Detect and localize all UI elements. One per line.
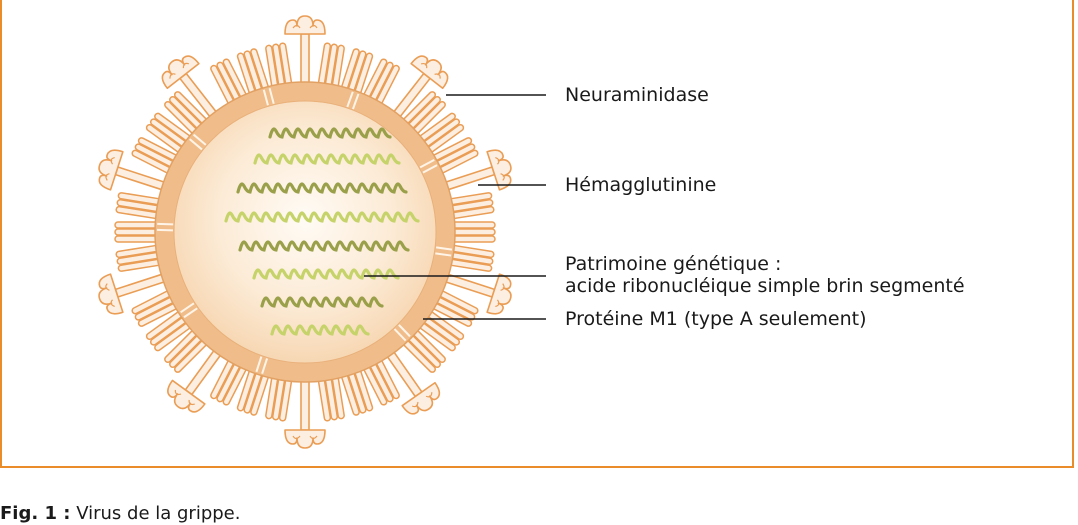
hemagglutinin-spike (362, 357, 400, 406)
rna-strand (253, 153, 401, 165)
envelope-gaps (156, 88, 453, 374)
hemagglutinin-spike (145, 310, 193, 352)
hemagglutinin-spike (114, 221, 160, 243)
label-proteine-m1: Protéine M1 (type A seulement) (565, 308, 867, 330)
caption-label: Fig. 1 : (0, 503, 71, 524)
hemagglutinin-spike (210, 58, 248, 107)
leader-lines (364, 94, 546, 320)
envelope-pore (419, 158, 438, 174)
rna-segments (224, 127, 420, 336)
neuraminidase-spike (390, 55, 449, 121)
envelope-pore (255, 356, 269, 374)
neuraminidase-spike (441, 272, 512, 315)
hemagglutinin-spike (417, 112, 465, 154)
hemagglutinin-spike (447, 192, 495, 220)
label-patrimoine-line2: acide ribonucléique simple brin segmenté (565, 275, 965, 297)
hemagglutinin-spike (210, 357, 248, 406)
hemagglutinin-spike (265, 374, 293, 422)
hemagglutinin-spike (340, 367, 374, 416)
rna-strand (268, 127, 392, 139)
neuraminidase-spike (284, 15, 326, 87)
surface-proteins (98, 15, 512, 449)
label-neuraminidase: Neuraminidase (565, 84, 709, 106)
neuraminidase-spike (284, 377, 326, 449)
virus-diagram (98, 15, 546, 449)
rna-strand (224, 211, 420, 223)
neuraminidase-spike (167, 346, 224, 413)
hemagglutinin-spike (417, 310, 465, 352)
hemagglutinin-spike (164, 91, 209, 136)
label-hemagglutinine: Hémagglutinine (565, 174, 717, 196)
label-patrimoine-line1: Patrimoine génétique : (565, 253, 782, 275)
hemagglutinin-spike (450, 221, 496, 243)
envelope-pore (346, 91, 360, 110)
hemagglutinin-spike (401, 328, 446, 373)
envelope-pore (189, 133, 207, 151)
rna-strand (270, 324, 370, 336)
rna-strand (238, 240, 410, 252)
figure-caption: Fig. 1 : Virus de la grippe. (0, 503, 240, 525)
neuraminidase-spike (384, 348, 441, 415)
envelope-pore (393, 324, 411, 342)
neuraminidase-spike (161, 55, 220, 121)
rna-strand (260, 296, 384, 308)
envelope-pore (262, 88, 275, 106)
envelope-pore (180, 302, 198, 319)
rna-strand (236, 182, 408, 194)
neuraminidase-spike (98, 272, 169, 315)
caption-text: Virus de la grippe. (76, 503, 241, 524)
figure-frame (0, 0, 1074, 468)
rna-strand (252, 268, 400, 280)
neuraminidase-spike (441, 149, 512, 192)
hemagglutinin-spike (430, 137, 479, 175)
envelope-pore (435, 246, 453, 257)
envelope-pore (156, 222, 174, 232)
hemagglutinin-spike (236, 48, 270, 97)
viral-core (173, 100, 437, 364)
hemagglutinin-spike (164, 328, 209, 373)
hemagglutinin-spike (131, 289, 180, 327)
